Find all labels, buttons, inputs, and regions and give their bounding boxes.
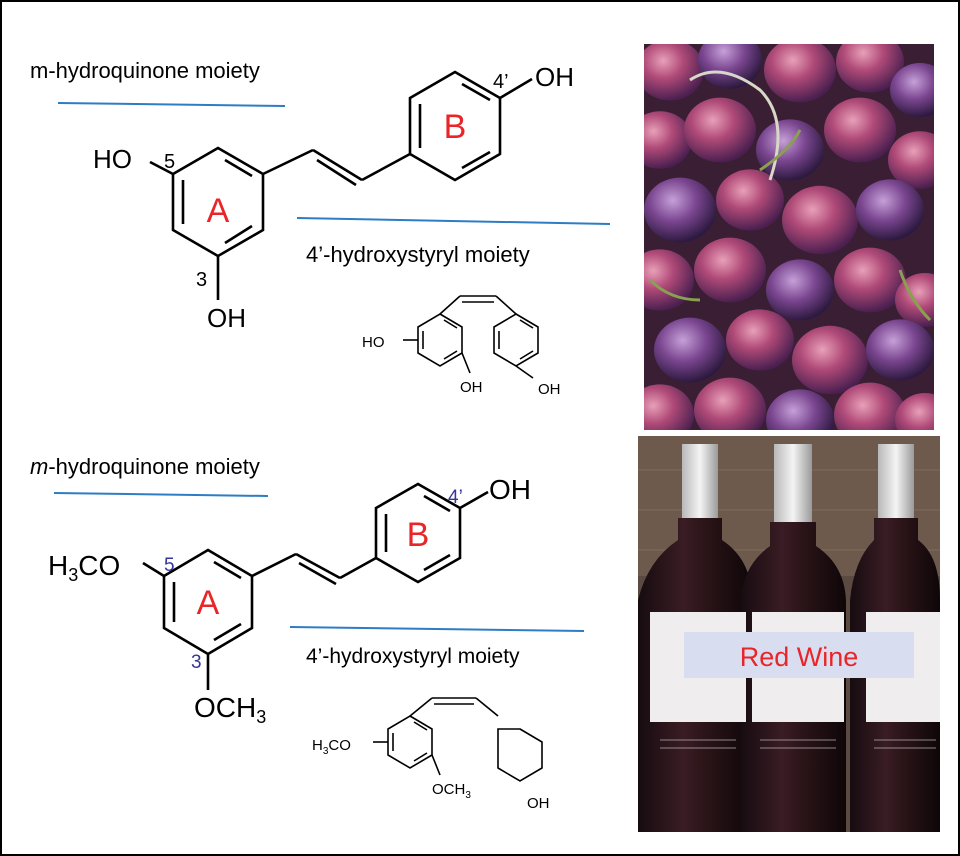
bottom-ring-b-letter: B xyxy=(407,516,430,554)
bottom-styryl-label: 4’-hydroxystyryl moiety xyxy=(306,645,520,668)
wine-photo: Red Wine xyxy=(638,436,940,832)
bottom-och3-label: OCH3 xyxy=(194,692,266,727)
bottom-cis-h3co: H3CO xyxy=(312,737,351,757)
top-styryl-line xyxy=(296,217,611,225)
top-cis-ho: HO xyxy=(362,334,385,351)
top-styryl-label: 4’-hydroxystyryl moiety xyxy=(306,242,530,267)
bottom-position-5: 5 xyxy=(164,555,175,576)
grape xyxy=(644,111,692,169)
grape xyxy=(694,237,766,303)
grape xyxy=(726,309,794,371)
grape xyxy=(766,259,834,321)
bottom-ring-a xyxy=(142,548,377,690)
bottom-oh-top: OH xyxy=(489,474,531,505)
grape xyxy=(764,44,836,103)
grape xyxy=(866,319,934,381)
bottom-cis-och3: OCH3 xyxy=(432,781,471,801)
wine-label-text: Red Wine xyxy=(740,642,859,672)
grape xyxy=(698,44,762,89)
bottom-structure: A B H3CO 5 3 OCH3 4’ OH m-hydroquinone m… xyxy=(30,454,585,727)
grape xyxy=(694,377,766,430)
grape xyxy=(654,317,726,383)
top-oh-bottom: OH xyxy=(207,303,246,333)
top-structure: A B HO 5 3 OH 4’ OH m-hydroquinone moiet… xyxy=(30,58,611,333)
top-oh-top: OH xyxy=(535,62,574,92)
top-position-5: 5 xyxy=(164,151,175,173)
bottom-ring-b xyxy=(374,482,489,584)
top-ring-a-letter: A xyxy=(207,192,230,230)
top-m-hydroquinone-label: m-hydroquinone moiety xyxy=(30,58,260,83)
grapes-photo xyxy=(644,44,934,430)
grape xyxy=(856,179,924,241)
top-ring-b xyxy=(408,70,533,182)
grape xyxy=(792,325,868,395)
top-ring-a xyxy=(149,146,411,300)
grape xyxy=(836,44,904,93)
top-position-4prime: 4’ xyxy=(493,71,509,93)
bottom-styryl-line xyxy=(289,626,585,632)
top-ring-b-letter: B xyxy=(444,108,467,146)
grape xyxy=(824,97,896,163)
top-cis-structure: HO OH OH xyxy=(362,295,561,398)
bottom-m-hydroquinone-label: m-hydroquinone moiety xyxy=(30,454,260,479)
grape xyxy=(766,389,834,430)
grape xyxy=(888,131,934,189)
bottom-ring-a-letter: A xyxy=(197,584,220,622)
grape xyxy=(895,393,934,430)
top-cis-oh-2: OH xyxy=(538,381,561,398)
grape xyxy=(834,247,906,313)
grape xyxy=(756,119,824,181)
bottom-position-4prime: 4’ xyxy=(448,487,463,508)
grape xyxy=(644,44,704,101)
top-m-hydroquinone-line xyxy=(57,102,286,107)
bottom-cis-structure: H3CO OCH3 OH xyxy=(312,697,550,812)
grape xyxy=(644,384,694,430)
grape xyxy=(684,97,756,163)
bottom-m-hydroquinone-line xyxy=(53,492,269,497)
grape xyxy=(644,249,694,311)
bottom-position-3: 3 xyxy=(191,652,202,673)
grape xyxy=(644,177,716,243)
grape xyxy=(716,169,784,231)
grape xyxy=(890,63,934,117)
top-cis-oh-1: OH xyxy=(460,379,483,396)
wine-label-box xyxy=(684,632,914,678)
grape xyxy=(834,382,906,430)
top-position-3: 3 xyxy=(196,269,207,291)
grape xyxy=(782,185,858,255)
bottom-cis-oh: OH xyxy=(527,795,550,812)
top-ho-label: HO xyxy=(93,144,132,174)
bottom-h3co-label: H3CO xyxy=(48,550,120,585)
